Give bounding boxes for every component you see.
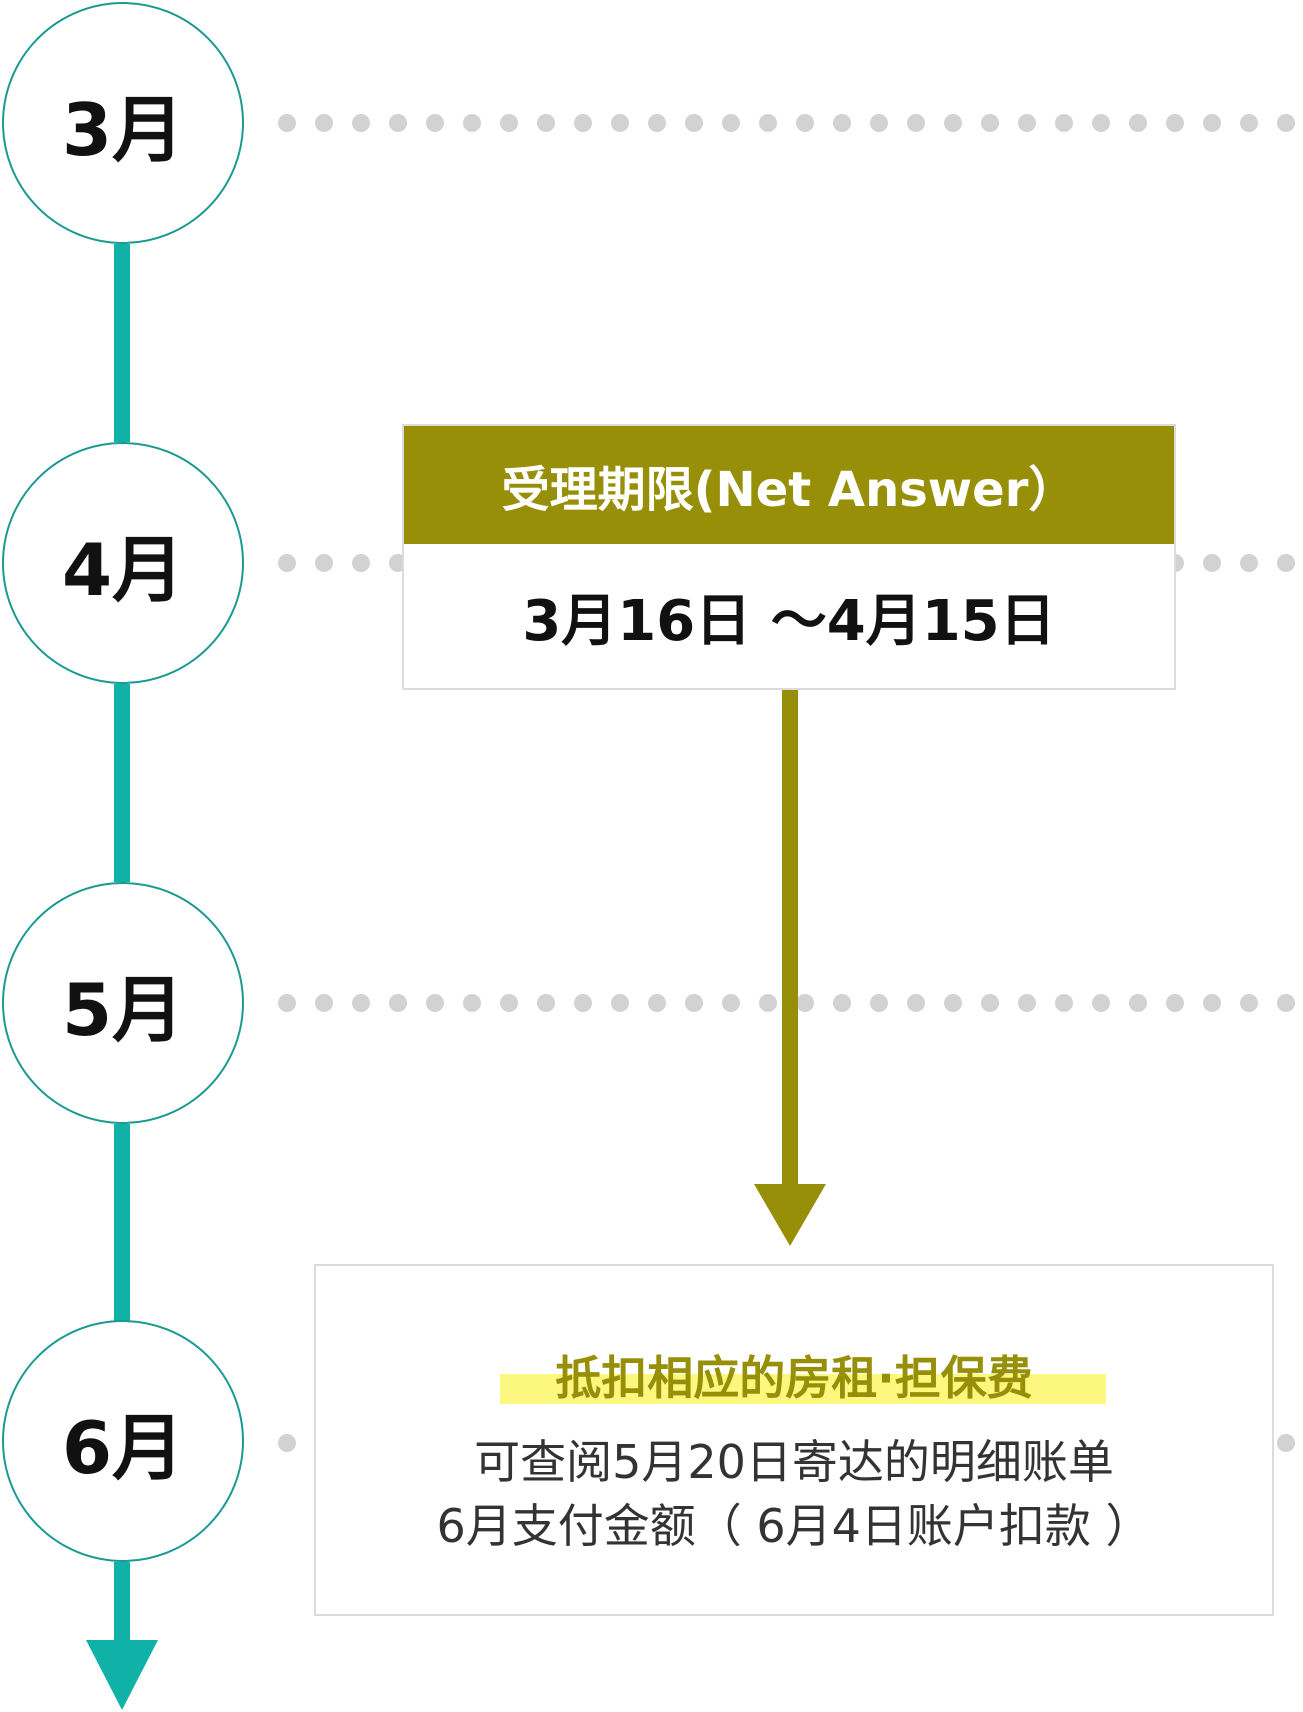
deduction-box: 抵扣相应的房租·担保费 可查阅5月20日寄达的明细账单 6月支付金额（ 6月4日… <box>314 1264 1274 1616</box>
dot <box>759 114 777 132</box>
acceptance-period-box: 受理期限(Net Answer） 3月16日 ～4月15日 <box>402 424 1176 690</box>
dot <box>796 114 814 132</box>
dot <box>1277 1434 1295 1452</box>
dot <box>1129 114 1147 132</box>
timeline-line-segment <box>114 1124 130 1322</box>
acceptance-period-dates: 3月16日 ～4月15日 <box>522 588 1056 654</box>
dot <box>352 554 370 572</box>
dot <box>574 994 592 1012</box>
dot <box>1277 554 1295 572</box>
timeline-line-segment <box>114 244 130 442</box>
dot <box>685 994 703 1012</box>
timeline-line-segment <box>114 684 130 882</box>
dot <box>648 114 666 132</box>
dot <box>352 114 370 132</box>
dot <box>500 994 518 1012</box>
dot <box>278 554 296 572</box>
dot <box>722 114 740 132</box>
month-circle-march: 3月 <box>2 2 244 244</box>
dot <box>1092 114 1110 132</box>
dot <box>500 114 518 132</box>
dot <box>981 114 999 132</box>
dot <box>722 994 740 1012</box>
dot <box>796 994 814 1012</box>
timeline-arrowhead <box>86 1640 158 1710</box>
dot <box>759 994 777 1012</box>
dot <box>389 994 407 1012</box>
month-circle-june: 6月 <box>2 1320 244 1562</box>
dot <box>463 114 481 132</box>
month-label: 5月 <box>61 967 185 1052</box>
dot <box>278 114 296 132</box>
month-circle-april: 4月 <box>2 442 244 684</box>
dot <box>1018 114 1036 132</box>
dot <box>1277 114 1295 132</box>
acceptance-period-title: 受理期限(Net Answer） <box>404 426 1174 544</box>
dot <box>315 114 333 132</box>
dotted-row-may <box>278 994 1303 1012</box>
deduction-detail-line-1: 可查阅5月20日寄达的明细账单 <box>474 1435 1114 1489</box>
dot <box>1240 994 1258 1012</box>
dot <box>611 994 629 1012</box>
title-highlight <box>500 1374 1106 1404</box>
timeline-line-segment <box>114 1562 130 1648</box>
dot <box>426 114 444 132</box>
month-circle-may: 5月 <box>2 882 244 1124</box>
dot <box>944 114 962 132</box>
dot <box>426 994 444 1012</box>
dot <box>537 114 555 132</box>
dot <box>463 994 481 1012</box>
period-arrow-shaft <box>782 690 798 1188</box>
dot <box>1055 114 1073 132</box>
month-label: 6月 <box>61 1405 185 1490</box>
dot <box>648 994 666 1012</box>
dot <box>1277 994 1295 1012</box>
deduction-title: 抵扣相应的房租·担保费 <box>555 1351 1033 1405</box>
dot <box>1018 994 1036 1012</box>
month-label: 3月 <box>61 87 185 172</box>
dot <box>278 1434 296 1452</box>
dot <box>981 994 999 1012</box>
dot <box>315 554 333 572</box>
dot <box>833 114 851 132</box>
dot <box>907 114 925 132</box>
dot <box>278 994 296 1012</box>
dot <box>1166 114 1184 132</box>
dot <box>1240 114 1258 132</box>
dot <box>1092 994 1110 1012</box>
dotted-row-march <box>278 114 1303 132</box>
period-arrowhead <box>754 1184 826 1246</box>
dot <box>352 994 370 1012</box>
dot <box>537 994 555 1012</box>
dot <box>870 114 888 132</box>
dot <box>611 114 629 132</box>
dot <box>1240 554 1258 572</box>
dot <box>1129 994 1147 1012</box>
dot <box>574 114 592 132</box>
dot <box>1203 114 1221 132</box>
deduction-detail-line-2: 6月支付金额（ 6月4日账户扣款 ） <box>436 1499 1152 1553</box>
dot <box>870 994 888 1012</box>
dot <box>1166 994 1184 1012</box>
dot <box>907 994 925 1012</box>
dot <box>1055 994 1073 1012</box>
dot <box>389 114 407 132</box>
dot <box>1203 554 1221 572</box>
dot <box>833 994 851 1012</box>
dot <box>685 114 703 132</box>
dot <box>315 994 333 1012</box>
dot <box>1203 994 1221 1012</box>
dot <box>944 994 962 1012</box>
month-label: 4月 <box>61 527 185 612</box>
